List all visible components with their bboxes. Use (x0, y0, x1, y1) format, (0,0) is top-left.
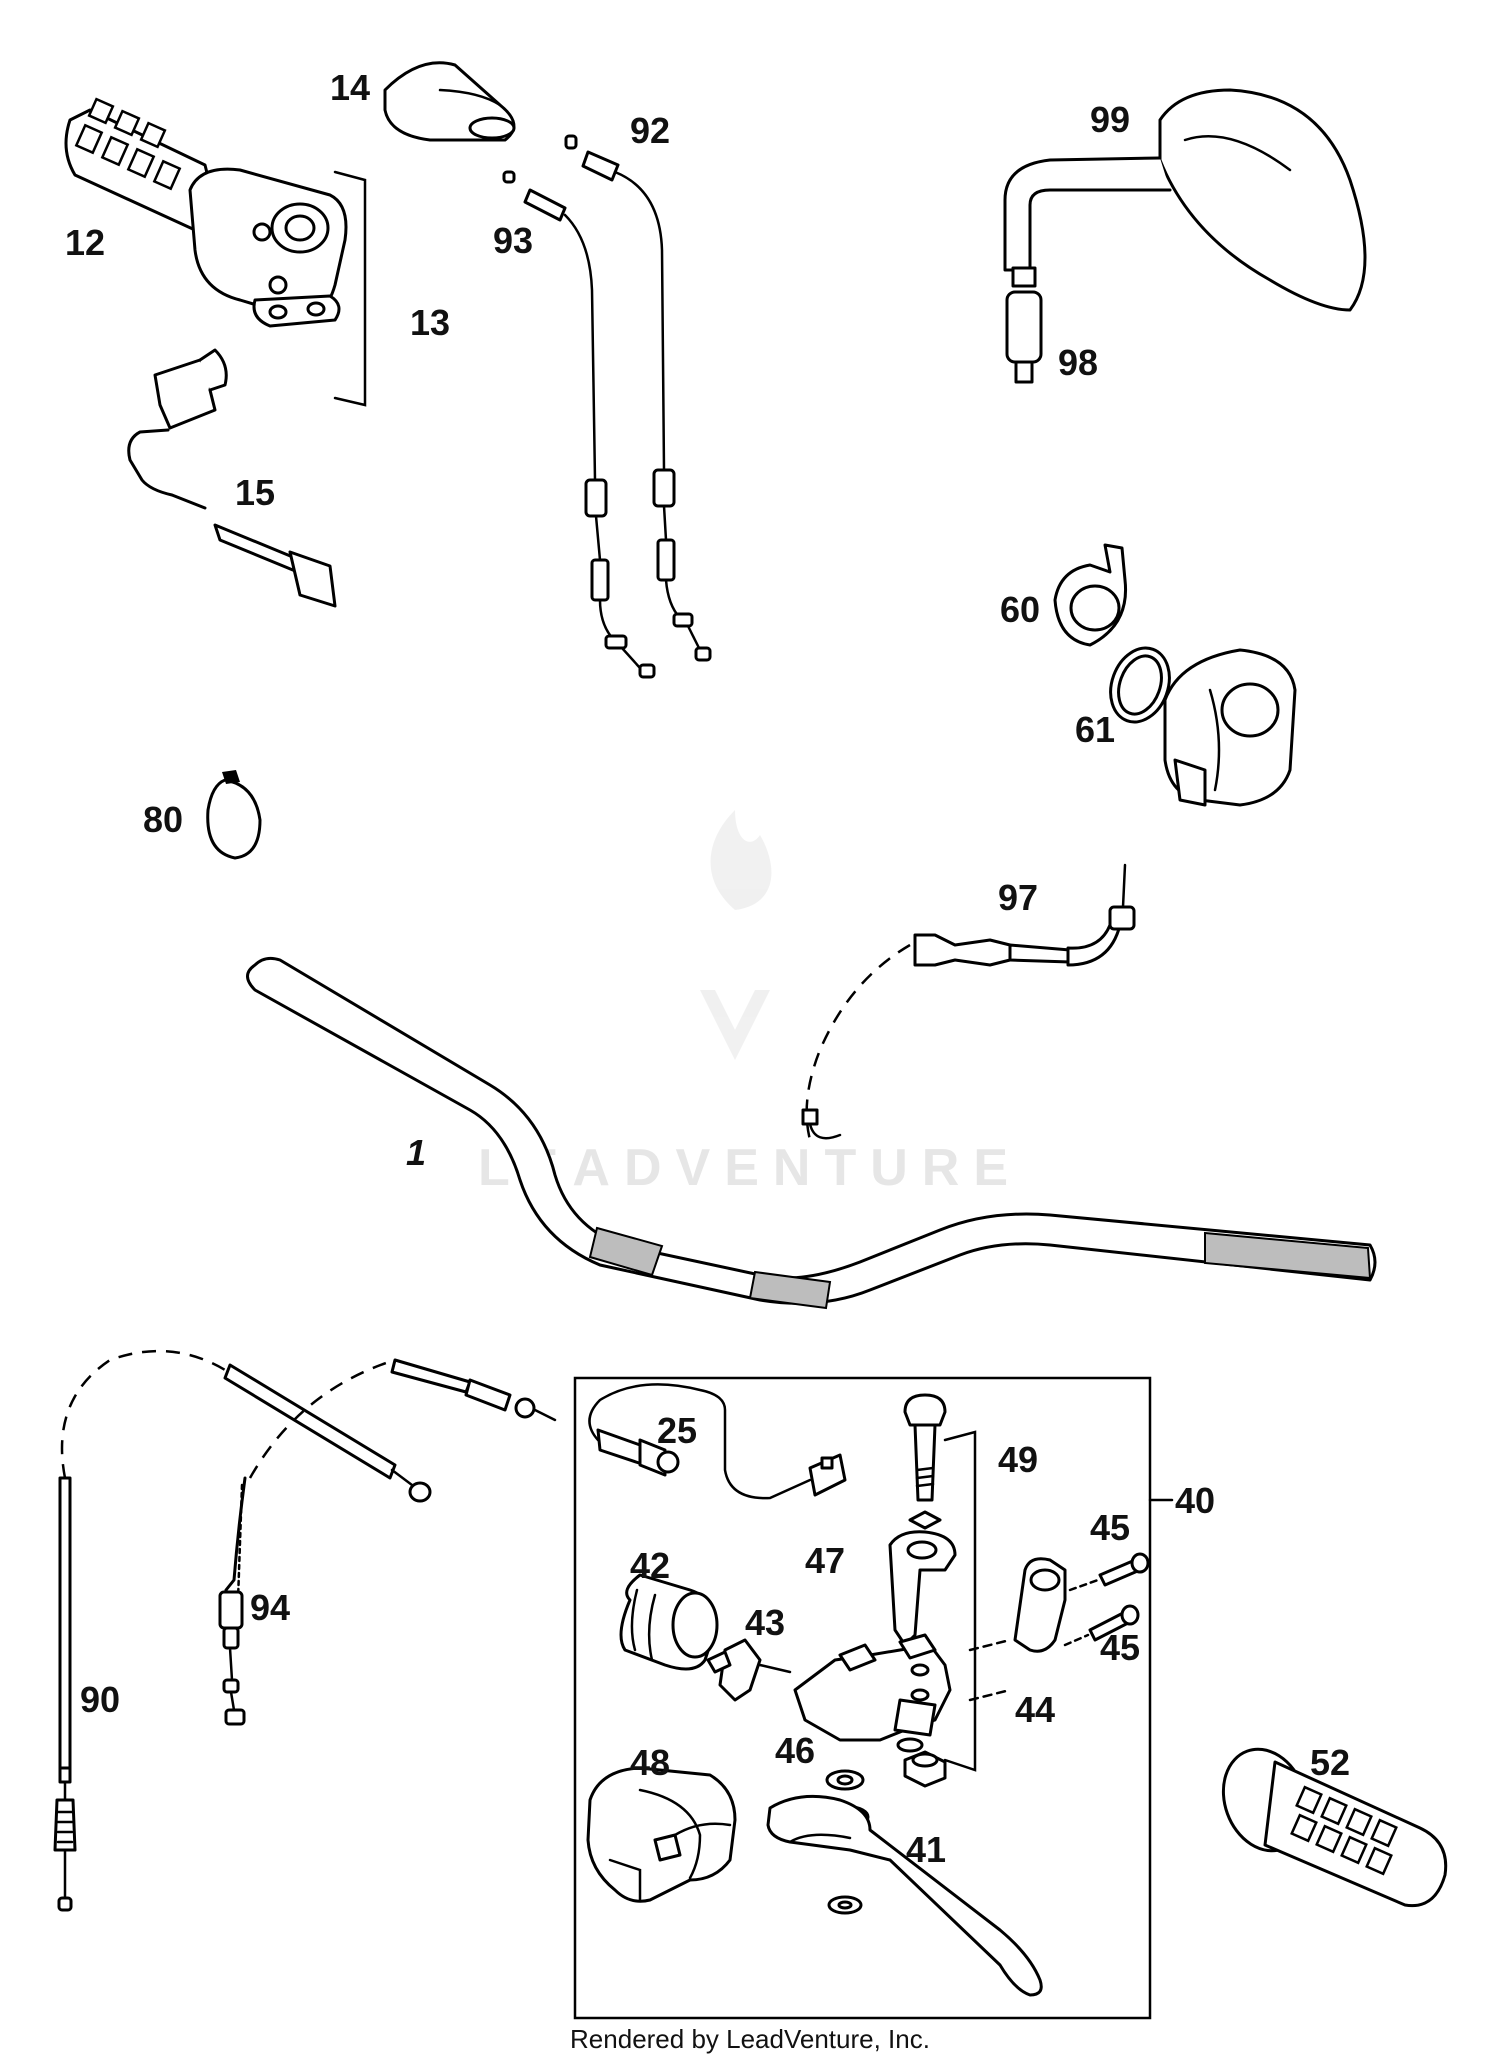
part-98-mirror-adapter (1005, 290, 1043, 384)
callout-46: 46 (775, 1730, 815, 1771)
callout-44: 44 (1015, 1689, 1055, 1730)
callout-40: 40 (1175, 1480, 1215, 1521)
callout-47: 47 (805, 1540, 845, 1581)
callout-98: 98 (1058, 342, 1098, 383)
part-light-switch-housing (1163, 648, 1297, 807)
part-93-throttle-cable (502, 170, 656, 679)
callout-48: 48 (630, 1742, 670, 1783)
part-90-clutch-cable (53, 1349, 241, 1912)
part-43-adjuster (706, 1638, 792, 1702)
part-washer-upper (825, 1737, 924, 1791)
part-49-bolt (903, 1393, 977, 1772)
callout-80: 80 (143, 799, 183, 840)
part-97-cable (801, 863, 1136, 1141)
part-80-cable-tie (206, 770, 262, 860)
watermark-text: LEADVENTURE (478, 1139, 1022, 1197)
part-14-throttle-cover (383, 61, 516, 142)
callout-49: 49 (998, 1439, 1038, 1480)
callout-42: 42 (630, 1545, 670, 1586)
callout-43: 43 (745, 1602, 785, 1643)
callout-99: 99 (1090, 99, 1130, 140)
callout-1: 1 (406, 1132, 426, 1173)
callout-61: 61 (1075, 709, 1115, 750)
callout-41: 41 (906, 1829, 946, 1870)
part-nut (903, 1750, 947, 1788)
callout-97: 97 (998, 877, 1038, 918)
part-12-throttle-grip (64, 97, 210, 232)
part-45-screw-lower (1063, 1604, 1140, 1647)
part-48-cover (586, 1766, 737, 1903)
footer-credit: Rendered by LeadVenture, Inc. (570, 2024, 930, 2054)
part-99-mirror (1003, 88, 1367, 312)
part-52-grip (1221, 1747, 1448, 1908)
part-45-screw-upper (1068, 1552, 1150, 1592)
callout-13: 13 (410, 302, 450, 343)
watermark-logo (700, 810, 772, 1060)
part-94-cable (218, 1358, 557, 1726)
part-92-throttle-cable (564, 134, 712, 662)
part-61-washer (1109, 646, 1171, 724)
callout-45-lower: 45 (1100, 1627, 1140, 1668)
part-41-lever (766, 1794, 1043, 1997)
group-40-clutch-lever-assembly (573, 1376, 1174, 2020)
callout-92: 92 (630, 110, 670, 151)
callout-15: 15 (235, 472, 275, 513)
part-46-lever-housing (793, 1633, 952, 1742)
part-47-perch (888, 1530, 957, 1647)
callout-90: 90 (80, 1679, 120, 1720)
callout-52: 52 (1310, 1742, 1350, 1783)
part-44-clamp (968, 1557, 1067, 1702)
part-60-bracket (1053, 543, 1128, 647)
callout-94: 94 (250, 1587, 290, 1628)
part-1-handlebar (246, 956, 1377, 1310)
part-13-throttle-housing (188, 167, 367, 407)
callout-60: 60 (1000, 589, 1040, 630)
callout-12: 12 (65, 222, 105, 263)
callout-14: 14 (330, 67, 370, 108)
part-15-kill-switch (127, 348, 337, 608)
callout-93: 93 (493, 220, 533, 261)
part-42-boot (619, 1573, 719, 1671)
part-25-switch (588, 1383, 847, 1500)
callout-45-upper: 45 (1090, 1507, 1130, 1548)
callout-25: 25 (657, 1410, 697, 1451)
